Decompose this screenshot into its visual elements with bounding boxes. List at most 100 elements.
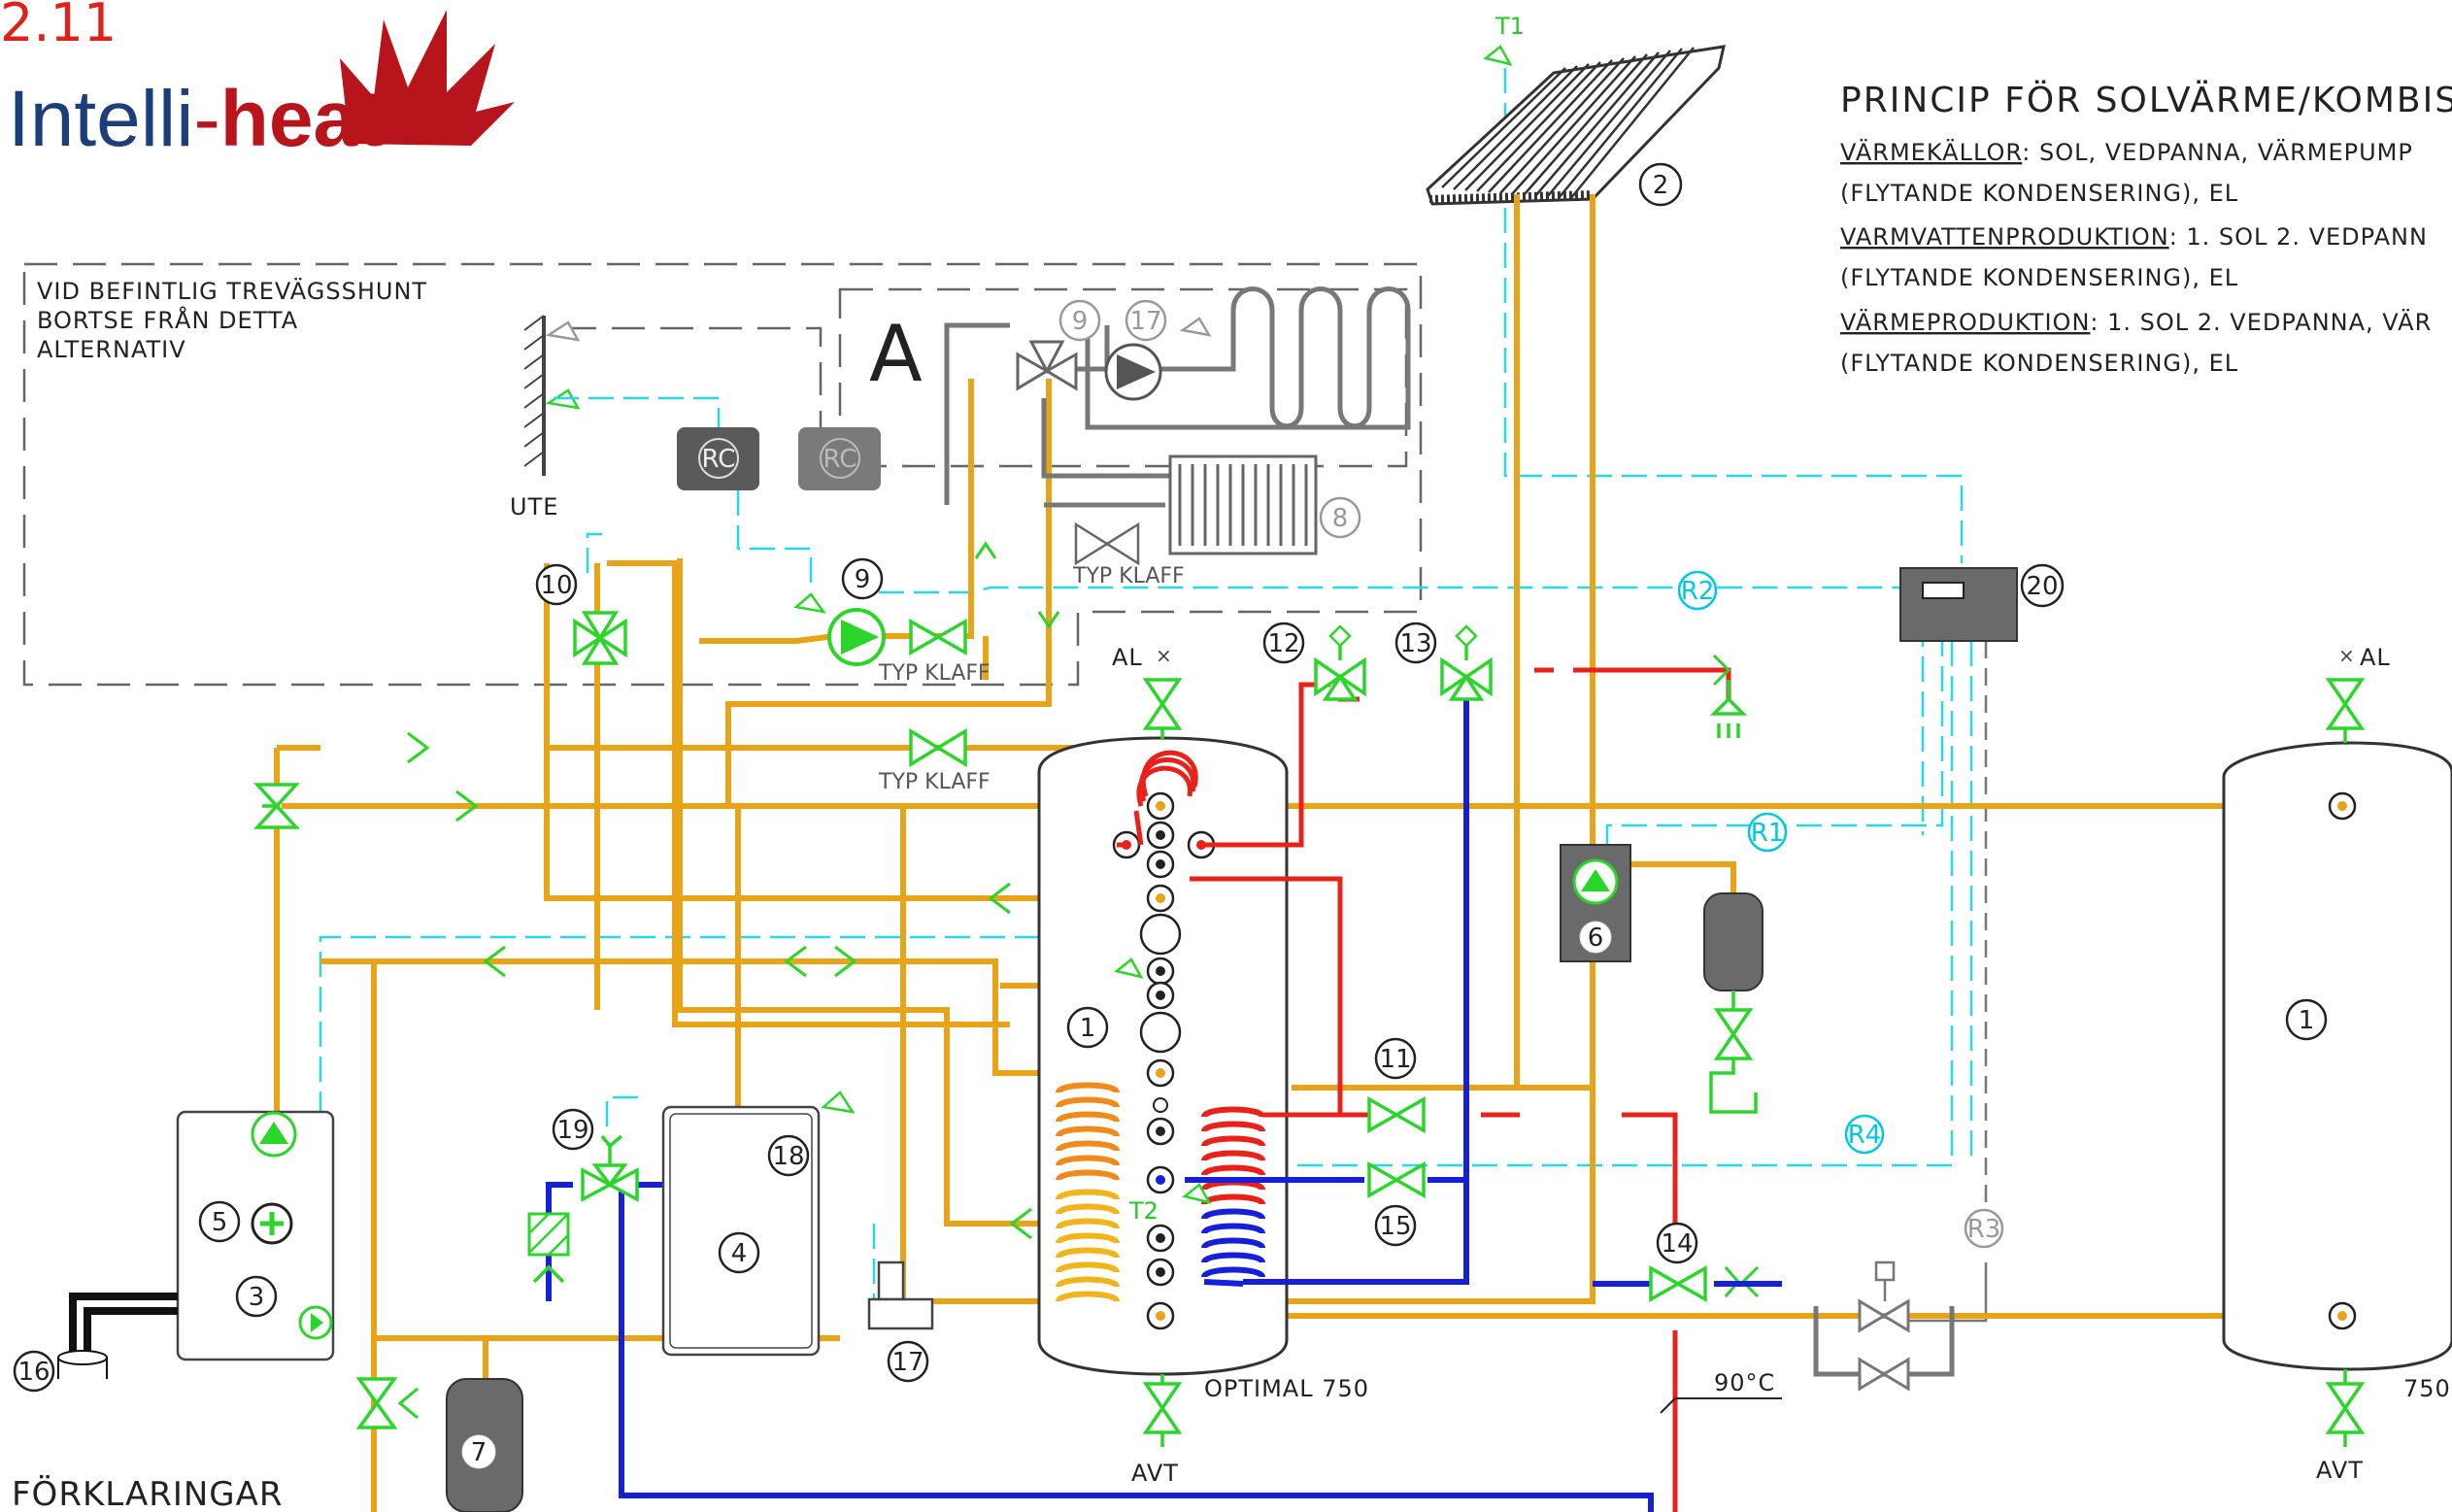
signal-r3-line — [1894, 641, 1988, 1323]
page-title: PRINCIP FÖR SOLVÄRME/KOMBISYS — [1840, 80, 2452, 120]
header-line-4: (FLYTANDE KONDENSERING), EL — [1840, 264, 2238, 291]
header: PRINCIP FÖR SOLVÄRME/KOMBISYS VÄRMEKÄLLO… — [1840, 80, 2452, 377]
valve-19[interactable] — [581, 1134, 639, 1202]
svg-text:R3: R3 — [1967, 1215, 2001, 1244]
pump-9[interactable] — [827, 608, 886, 666]
component-20: 20 — [2020, 563, 2065, 608]
svg-text:17: 17 — [1129, 307, 1161, 336]
tank-left-name: OPTIMAL 750 — [1204, 1375, 1369, 1402]
valve-13[interactable] — [1440, 624, 1493, 701]
tank-1-ports — [1112, 791, 1216, 1330]
t2-label: T2 — [1128, 1197, 1159, 1225]
component-5: 5 — [198, 1200, 241, 1243]
avt-right-label: AVT — [2316, 1457, 2364, 1484]
svg-text:4: 4 — [731, 1239, 748, 1268]
svg-text:13: 13 — [1399, 629, 1431, 658]
component-15: 15 — [1374, 1204, 1417, 1247]
logo-sun-icon — [340, 10, 515, 146]
mixing-valve-10[interactable] — [573, 611, 627, 665]
component-1: 1 — [1066, 1006, 1109, 1049]
controller-20[interactable] — [1899, 567, 2018, 642]
alternative-box: VID BEFINTLIG TREVÄGSSHUNT BORTSE FRÅN D… — [22, 262, 1423, 687]
svg-text:9: 9 — [855, 565, 871, 594]
component-19: 19 — [552, 1108, 594, 1151]
filter-icon — [527, 1212, 570, 1284]
tank-optimal-750[interactable] — [1037, 736, 1289, 1376]
air-vent-right[interactable]: × AL — [2325, 644, 2391, 743]
t1-sensor-icon — [1483, 45, 1513, 66]
t1-label: T1 — [1495, 13, 1525, 40]
air-vent-left[interactable]: AL × — [1112, 644, 1183, 740]
valve-12[interactable] — [1314, 624, 1366, 701]
svg-text:15: 15 — [1379, 1212, 1411, 1241]
component-13: 13 — [1394, 622, 1437, 664]
svg-text:×: × — [1156, 644, 1172, 667]
zone-pump-icon[interactable] — [1104, 343, 1162, 401]
svg-text:2: 2 — [1653, 171, 1669, 200]
pump-unit-6[interactable]: 6 — [1560, 844, 1631, 962]
hot-water-pipes: 90°C — [1117, 667, 1782, 1512]
component-7: 7 — [471, 1438, 487, 1467]
t-piece-17 — [867, 1260, 934, 1330]
zone-mixing-valve[interactable] — [1016, 340, 1078, 391]
header-line-5: VÄRMEPRODUKTION: 1. SOL 2. VEDPANNA, VÄR — [1840, 308, 2432, 336]
component-8: 8 — [1319, 496, 1361, 539]
heater-sensor-icon — [821, 1091, 856, 1114]
boiler-unit[interactable] — [176, 1110, 335, 1361]
component-18: 18 — [767, 1134, 810, 1177]
component-6: 6 — [1588, 924, 1604, 953]
outdoor-wall: UTE — [510, 315, 581, 521]
sensor-icon — [545, 320, 581, 342]
radiator-icon — [1168, 454, 1318, 555]
component-9: 9 — [841, 557, 884, 600]
heating-pipes — [274, 194, 2340, 1512]
component-9-zone: 9 — [1058, 299, 1101, 342]
tank-right-name: 750 — [2403, 1375, 2451, 1402]
valve-15[interactable] — [1367, 1160, 1426, 1199]
t2-sensor-icon — [1182, 1183, 1212, 1204]
svg-text:3: 3 — [249, 1283, 265, 1312]
drain-left[interactable]: AVT — [1131, 1374, 1183, 1487]
component-1-right: 1 — [2285, 998, 2328, 1041]
svg-text:19: 19 — [556, 1116, 588, 1145]
zone-sensor-icon — [1179, 317, 1212, 337]
svg-text:R1: R1 — [1751, 819, 1785, 848]
ute-label: UTE — [510, 493, 558, 521]
check-valve-zone[interactable]: TYP KLAFF — [1072, 521, 1185, 588]
check-valve-9[interactable]: TYP KLAFF — [878, 618, 991, 686]
svg-text:11: 11 — [1379, 1045, 1411, 1074]
note-line-3: ALTERNATIV — [37, 336, 186, 363]
domestic-water-coil — [1201, 1106, 1265, 1287]
signal-r4: R4 — [1844, 1114, 1885, 1155]
tank-750-right[interactable] — [2222, 741, 2452, 1371]
header-line-3: VARMVATTENPRODUKTION: 1. SOL 2. VEDPANN — [1840, 223, 2428, 251]
rc-controller-1[interactable]: RC — [677, 427, 759, 490]
component-16: 16 — [13, 1350, 55, 1393]
chimney-16 — [57, 1293, 178, 1379]
solenoid-valve-group[interactable] — [1813, 1260, 1955, 1392]
rc-label-1: RC — [702, 445, 736, 474]
solar-coil — [1056, 1082, 1120, 1303]
rc-controller-2[interactable]: RC — [798, 427, 881, 490]
component-14: 14 — [1656, 1222, 1698, 1264]
logo-text-intelli: Intelli — [8, 75, 193, 163]
svg-text:8: 8 — [1332, 504, 1349, 533]
expansion-vessel-7[interactable]: 7 — [446, 1378, 523, 1512]
component-12: 12 — [1262, 622, 1305, 664]
component-10: 10 — [535, 563, 578, 606]
check-valve-3[interactable]: TYP KLAFF — [878, 727, 991, 794]
header-line-6: (FLYTANDE KONDENSERING), EL — [1840, 350, 2238, 377]
drain-right[interactable]: AVT — [2316, 1369, 2366, 1484]
expansion-vessel-solar[interactable] — [1703, 892, 1763, 1114]
component-17-zone: 17 — [1125, 299, 1167, 342]
valve-left-boiler[interactable] — [253, 783, 300, 829]
valve-14[interactable] — [1649, 1264, 1707, 1303]
typ-klaff-label-3: TYP KLAFF — [878, 770, 991, 794]
note-line-1: VID BEFINTLIG TREVÄGSSHUNT — [37, 277, 427, 305]
rc-label-2: RC — [823, 445, 857, 474]
solar-collector[interactable]: T1 — [1426, 13, 1726, 206]
valve-11[interactable] — [1367, 1095, 1426, 1134]
svg-text:1: 1 — [2299, 1006, 2315, 1035]
valve-left-bottom[interactable] — [355, 1377, 419, 1429]
note-line-2: BORTSE FRÅN DETTA — [37, 306, 298, 334]
